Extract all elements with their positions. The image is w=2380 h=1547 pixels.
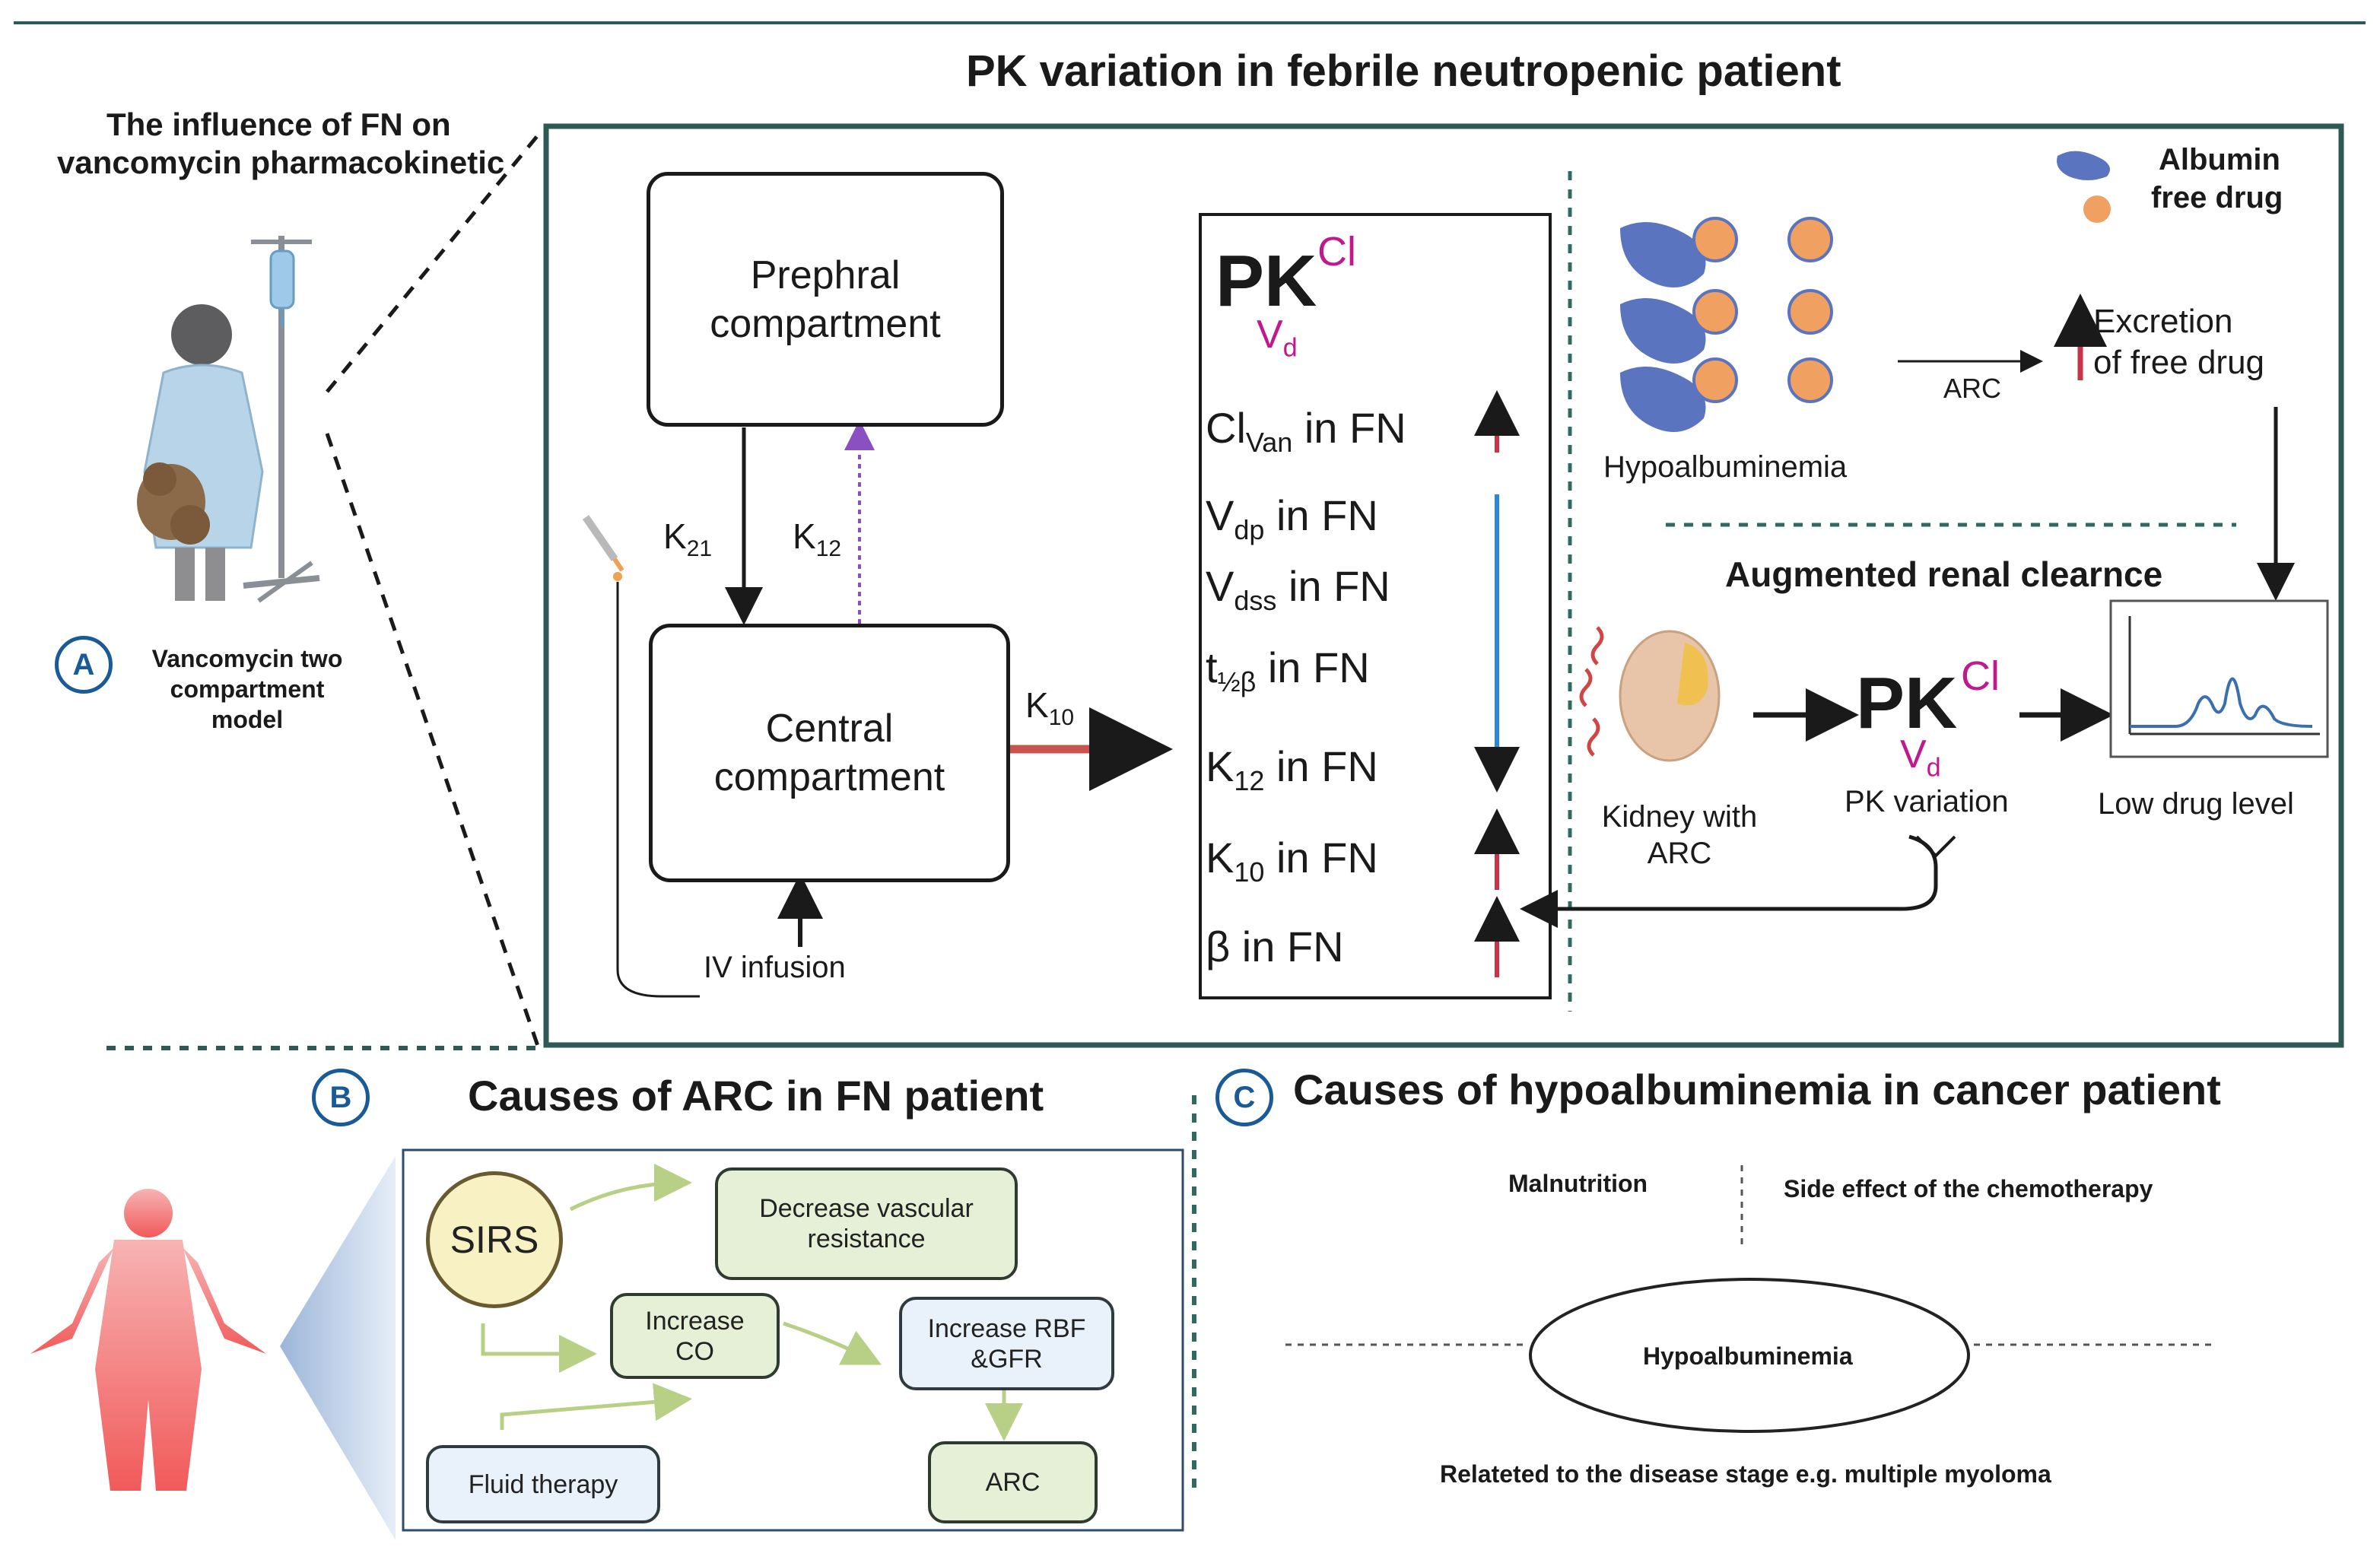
albumin-legend-icon bbox=[2057, 151, 2110, 180]
kidney-illustration bbox=[1579, 626, 1721, 762]
k21-label: K21 bbox=[663, 516, 713, 562]
zoom-cone bbox=[280, 1156, 396, 1540]
sirs-to-co-arrow bbox=[481, 1323, 597, 1373]
hypoalbuminemia-label: Hypoalbuminemia bbox=[1603, 450, 1848, 484]
panel-a-caption-line2: compartment bbox=[170, 675, 325, 703]
kidney-line1: Kidney with bbox=[1601, 800, 1758, 834]
augmented-renal-clearance: Augmented renal clearnce bbox=[1725, 554, 2163, 594]
low-drug-level-label: Low drug level bbox=[2098, 787, 2294, 821]
malnutrition-label: Malnutrition bbox=[1508, 1170, 1648, 1197]
k10-label: K10 bbox=[1025, 685, 1075, 731]
free-drug-legend-icon bbox=[2083, 195, 2111, 223]
pk-row-k12: K12 in FN bbox=[1206, 742, 1378, 797]
hypo-ellipse-label: Hypoalbuminemia bbox=[1643, 1342, 1853, 1370]
pk-row-t-half-beta: t½β in FN bbox=[1206, 643, 1370, 698]
peripheral-line1: Prephral bbox=[750, 253, 901, 297]
hypo-ellipse bbox=[1529, 1278, 1970, 1433]
pk-vd: Vd bbox=[1257, 313, 1298, 363]
kidney-line2: ARC bbox=[1647, 837, 1712, 870]
pk-heading: PK bbox=[1215, 240, 1317, 322]
central-line2: compartment bbox=[713, 755, 945, 799]
sirs-circle: SIRS bbox=[426, 1171, 563, 1308]
peripheral-line2: compartment bbox=[710, 301, 941, 346]
pk-row-beta: β in FN bbox=[1206, 923, 1344, 970]
side-effect-label: Side effect of the chemotherapy bbox=[1784, 1175, 2153, 1202]
legend-albumin: Albumin bbox=[2159, 143, 2280, 176]
excretion-line2: of free drug bbox=[2093, 344, 2265, 381]
albumin-drug-illustration bbox=[1620, 217, 1833, 432]
syringe-illustration bbox=[582, 515, 624, 581]
pk-variation-bracket bbox=[1915, 835, 1956, 858]
pk-variation-vd: Vd bbox=[1900, 732, 1941, 783]
fluid-therapy-box: Fluid therapy bbox=[426, 1445, 660, 1523]
zoom-line-bottom bbox=[325, 433, 541, 1049]
pk-variation-cl: Cl bbox=[1961, 653, 2000, 699]
pk-cl: Cl bbox=[1317, 229, 1356, 275]
pk-row-vdss: Vdss in FN bbox=[1206, 562, 1390, 617]
pk-panel-box bbox=[1199, 213, 1552, 999]
badge-b: B bbox=[312, 1069, 370, 1126]
pk-row-clvan: ClVan in FN bbox=[1206, 404, 1406, 459]
fluid-to-co-arrow bbox=[500, 1383, 692, 1430]
pk-variation-heading: PK bbox=[1856, 662, 1958, 744]
sirs-to-decrease-arrow bbox=[569, 1164, 692, 1212]
increase-rbf-box: Increase RBF&GFR bbox=[899, 1297, 1114, 1390]
panel-a-caption-line1: Vancomycin two bbox=[151, 645, 343, 672]
badge-c: C bbox=[1215, 1069, 1273, 1126]
related-disease-label: Relateted to the disease stage e.g. mult… bbox=[1440, 1460, 2051, 1488]
zoom-line-top bbox=[326, 129, 543, 393]
panel-a-title-line2: vancomycin pharmacokinetic bbox=[57, 145, 505, 180]
panel-a-caption-line3: model bbox=[211, 706, 284, 733]
panel-a-title-line1: The influence of FN on bbox=[106, 106, 451, 142]
arc-label: ARC bbox=[1943, 373, 2002, 404]
main-title: PK variation in febrile neutropenic pati… bbox=[966, 46, 1841, 96]
badge-a: A bbox=[55, 636, 113, 694]
co-to-rbf-arrow bbox=[783, 1321, 882, 1365]
human-body-illustration bbox=[30, 1189, 266, 1491]
low-drug-graph-frame bbox=[2109, 599, 2329, 758]
central-line1: Central bbox=[765, 707, 894, 751]
iv-infusion-label: IV infusion bbox=[704, 951, 846, 984]
legend-free-drug: free drug bbox=[2151, 181, 2283, 214]
excretion-line1: Excretion bbox=[2093, 303, 2233, 340]
main-frame bbox=[543, 123, 2344, 1048]
panel-c-title: Causes of hypoalbuminemia in cancer pati… bbox=[1293, 1066, 2221, 1113]
pk-row-vdp: Vdp in FN bbox=[1206, 491, 1378, 546]
k12-label: K12 bbox=[793, 516, 842, 562]
pk-variation-label: PK variation bbox=[1845, 785, 2009, 818]
panel-b-title: Causes of ARC in FN patient bbox=[468, 1072, 1044, 1120]
pk-row-k10: K10 in FN bbox=[1206, 834, 1378, 888]
iv-line bbox=[616, 582, 700, 998]
arc-box: ARC bbox=[928, 1441, 1098, 1523]
child-patient-illustration bbox=[137, 236, 320, 603]
drug-level-curve bbox=[2130, 677, 2313, 728]
